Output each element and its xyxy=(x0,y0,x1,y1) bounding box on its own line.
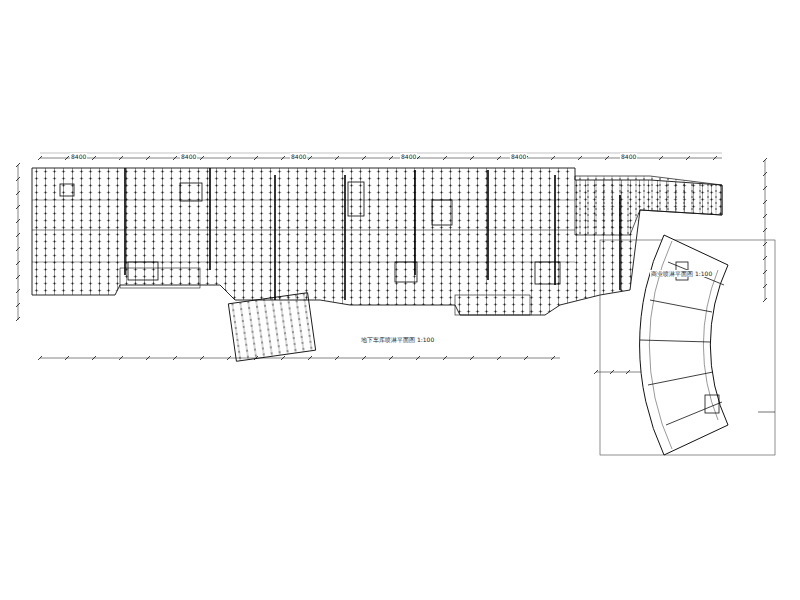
dimension-tick xyxy=(16,275,20,279)
dimension-tick xyxy=(763,298,767,302)
dimension-tick xyxy=(16,303,20,307)
dimension-tick xyxy=(16,219,20,223)
dimension-tick xyxy=(610,370,614,374)
dimension-tick xyxy=(119,156,123,160)
dimension-tick xyxy=(16,191,20,195)
label-holder: 8400 xyxy=(290,145,307,163)
dimension-tick xyxy=(389,156,393,160)
commercial-wing xyxy=(600,235,775,455)
label-holder: 地下车库喷淋平面图 1:100 xyxy=(360,328,435,346)
label-holder: 8400 xyxy=(180,145,197,163)
dimension-tick xyxy=(416,356,420,360)
dimension-tick xyxy=(308,156,312,160)
dimension-tick xyxy=(763,256,767,260)
dimension-tick xyxy=(335,356,339,360)
dimension-tick xyxy=(254,156,258,160)
dimension-tick xyxy=(763,270,767,274)
label-holder: 8400 xyxy=(70,145,87,163)
label-holder: 8400 xyxy=(510,145,527,163)
dimension-tick xyxy=(16,233,20,237)
dimension-text: 8400 xyxy=(70,153,87,160)
dimension-tick xyxy=(65,156,69,160)
dimension-tick xyxy=(578,156,582,160)
dimension-text: 8400 xyxy=(180,153,197,160)
dimension-tick xyxy=(146,156,150,160)
dimension-tick xyxy=(16,163,20,167)
dimension-tick xyxy=(227,156,231,160)
dimension-tick xyxy=(594,370,598,374)
drawing-caption: 商业喷淋平面图 1:100 xyxy=(650,270,713,277)
dimension-tick xyxy=(16,289,20,293)
dimension-text: 8400 xyxy=(620,153,637,160)
dimension-tick xyxy=(335,156,339,160)
dimension-tick xyxy=(470,356,474,360)
dimension-tick xyxy=(308,356,312,360)
dimension-tick xyxy=(763,158,767,162)
dimension-tick xyxy=(16,205,20,209)
dimension-tick xyxy=(713,156,717,160)
dimension-tick xyxy=(119,356,123,360)
dimension-tick xyxy=(763,284,767,288)
dimension-tick xyxy=(227,356,231,360)
dimension-tick xyxy=(173,156,177,160)
dimension-tick xyxy=(659,156,663,160)
dimension-tick xyxy=(551,356,555,360)
dimension-tick xyxy=(16,177,20,181)
drawing-caption: 地下车库喷淋平面图 1:100 xyxy=(360,336,435,343)
dimension-tick xyxy=(763,228,767,232)
dimension-tick xyxy=(605,156,609,160)
dimension-tick xyxy=(763,214,767,218)
dimension-tick xyxy=(443,156,447,160)
dimension-tick xyxy=(92,156,96,160)
dimension-tick xyxy=(497,356,501,360)
dimension-tick xyxy=(763,242,767,246)
dimension-tick xyxy=(389,356,393,360)
dimension-tick xyxy=(497,156,501,160)
dimension-tick xyxy=(146,356,150,360)
dimension-tick xyxy=(92,356,96,360)
dimension-tick xyxy=(281,156,285,160)
dimension-text: 8400 xyxy=(400,153,417,160)
dimension-tick xyxy=(362,356,366,360)
label-holder: 8400 xyxy=(400,145,417,163)
dimension-tick xyxy=(38,156,42,160)
dimension-tick xyxy=(551,156,555,160)
dimension-tick xyxy=(470,156,474,160)
parking-structure xyxy=(32,168,722,361)
dimension-text: 8400 xyxy=(290,153,307,160)
dimension-tick xyxy=(443,356,447,360)
label-holder: 商业喷淋平面图 1:100 xyxy=(650,262,713,280)
dimension-tick xyxy=(16,261,20,265)
dimension-tick xyxy=(763,200,767,204)
dimension-tick xyxy=(16,247,20,251)
dimension-tick xyxy=(763,186,767,190)
dimension-tick xyxy=(763,172,767,176)
dimension-tick xyxy=(38,356,42,360)
label-holder: 8400 xyxy=(620,145,637,163)
dimension-tick xyxy=(16,317,20,321)
dimension-tick xyxy=(281,356,285,360)
dimension-tick xyxy=(362,156,366,160)
cores-and-walls xyxy=(32,168,620,300)
dimension-text: 8400 xyxy=(510,153,527,160)
dimension-tick xyxy=(65,356,69,360)
dimension-tick xyxy=(686,156,690,160)
dimension-tick xyxy=(626,370,630,374)
dimension-tick xyxy=(524,356,528,360)
dimension-tick xyxy=(173,356,177,360)
dimension-tick xyxy=(200,156,204,160)
dimension-tick xyxy=(200,356,204,360)
